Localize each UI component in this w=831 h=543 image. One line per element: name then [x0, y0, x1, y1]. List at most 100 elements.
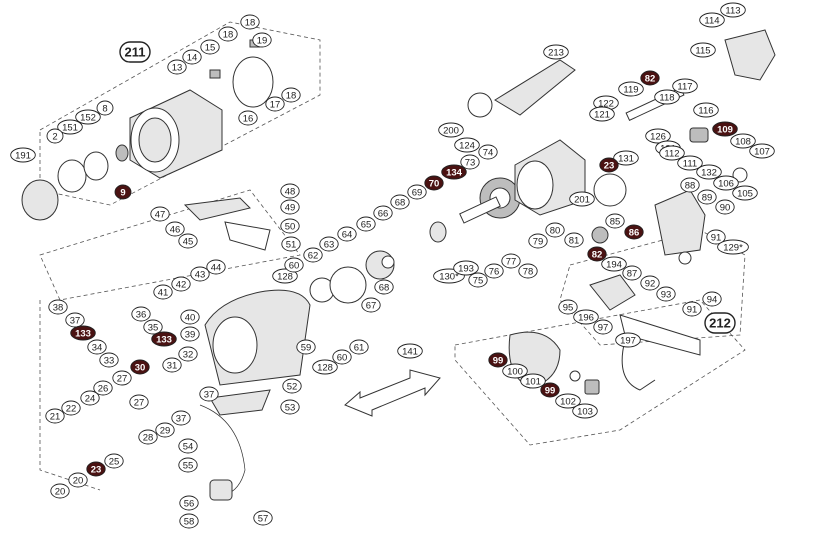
callout-badge [572, 403, 598, 419]
callout-191: 191 [10, 147, 36, 163]
callout-badge [672, 78, 698, 94]
callout-badge [518, 263, 538, 279]
callout-badge-dark [441, 164, 467, 180]
callout-67: 67 [361, 297, 381, 313]
callout-badge [10, 147, 36, 163]
callout-number: 108 [735, 136, 751, 147]
callout-number: 2 [52, 131, 57, 142]
callout-badge [282, 378, 302, 394]
callout-number: 29 [160, 425, 171, 436]
callout-15: 15 [200, 39, 220, 55]
callout-38: 38 [48, 299, 68, 315]
callout-badge [162, 357, 182, 373]
callout-badge [615, 332, 641, 348]
callout-badge [702, 291, 722, 307]
callout-102: 102 [555, 393, 581, 409]
callout-badge [57, 119, 83, 135]
callout-badge [613, 150, 639, 166]
callout-badge [484, 263, 504, 279]
callout-number: 117 [677, 81, 692, 92]
callout-2: 2 [46, 128, 64, 144]
callout-21: 21 [45, 408, 65, 424]
callout-number: 34 [92, 342, 103, 353]
callout-108: 108 [730, 133, 756, 149]
callout-number: 37 [204, 389, 215, 400]
callout-53: 53 [280, 399, 300, 415]
callout-number: 99 [493, 355, 504, 366]
callout-number: 66 [378, 208, 389, 219]
callout-number: 128 [277, 271, 293, 282]
callout-17: 17 [265, 96, 285, 112]
callout-111: 111 [677, 155, 703, 171]
callout-badge [640, 275, 660, 291]
callout-133: 133 [151, 331, 177, 347]
callout-badge [438, 122, 464, 138]
callout-40: 40 [180, 309, 200, 325]
callout-8: 8 [96, 100, 114, 116]
callout-number: 86 [629, 227, 640, 238]
callout-80: 80 [545, 222, 565, 238]
callout-20: 20 [50, 483, 70, 499]
callout-60: 60 [284, 257, 304, 273]
callout-badge [138, 429, 158, 445]
callout-badge [182, 49, 202, 65]
callout-badge [680, 177, 700, 193]
callout-number: 129* [723, 242, 743, 253]
callout-116: 116 [693, 102, 719, 118]
callout-14: 14 [182, 49, 202, 65]
callout-number: 73 [465, 157, 476, 168]
callout-73: 73 [460, 154, 480, 170]
callout-37: 37 [65, 312, 85, 328]
callout-badge [749, 143, 775, 159]
callout-number: 39 [185, 329, 196, 340]
callout-152: 152 [75, 109, 101, 125]
callout-badge [478, 144, 498, 160]
callout-badge [179, 513, 199, 529]
callout-number: 191 [15, 150, 31, 161]
callout-124: 124 [454, 137, 480, 153]
callout-number: 13 [172, 62, 183, 73]
callout-33: 33 [99, 352, 119, 368]
callout-number: 80 [550, 225, 561, 236]
callout-number: 79 [533, 236, 544, 247]
callout-number: 85 [610, 216, 621, 227]
callout-number: 16 [243, 113, 254, 124]
callout-22: 22 [61, 400, 81, 416]
callout-128: 128 [272, 268, 298, 284]
callout-number: 68 [395, 197, 406, 208]
callout-number: 35 [148, 322, 159, 333]
callout-26: 26 [93, 380, 113, 396]
callout-badge [165, 221, 185, 237]
callout-badge [397, 343, 423, 359]
callout-number: 119 [623, 84, 638, 95]
callout-badge [656, 286, 676, 302]
callout-badge [717, 239, 749, 255]
callout-badge [112, 370, 132, 386]
callout-number: 68 [379, 282, 390, 293]
callout-number: 56 [184, 498, 195, 509]
callout-201: 201 [569, 191, 595, 207]
callout-badge [50, 483, 70, 499]
callout-number: 48 [285, 186, 296, 197]
callout-number: 55 [183, 460, 194, 471]
callout-number: 54 [183, 441, 194, 452]
callout-badge [280, 399, 300, 415]
callout-number: 152 [80, 112, 96, 123]
callout-99: 99 [488, 352, 508, 368]
callout-number: 212 [709, 316, 731, 331]
callout-132: 132 [696, 164, 722, 180]
bail-arm-part [183, 197, 251, 221]
callout-badge [281, 87, 301, 103]
callout-badge [218, 26, 238, 42]
callout-badge [373, 205, 393, 221]
callout-number: 64 [342, 229, 353, 240]
callout-badge [543, 44, 569, 60]
callout-54: 54 [178, 438, 198, 454]
callout-badge [240, 14, 260, 30]
callout-badge [45, 408, 65, 424]
callout-badge-dark [488, 352, 508, 368]
callout-badge [80, 390, 100, 406]
callout-103: 103 [572, 403, 598, 419]
callout-91: 91 [682, 301, 702, 317]
callout-32: 32 [178, 346, 198, 362]
